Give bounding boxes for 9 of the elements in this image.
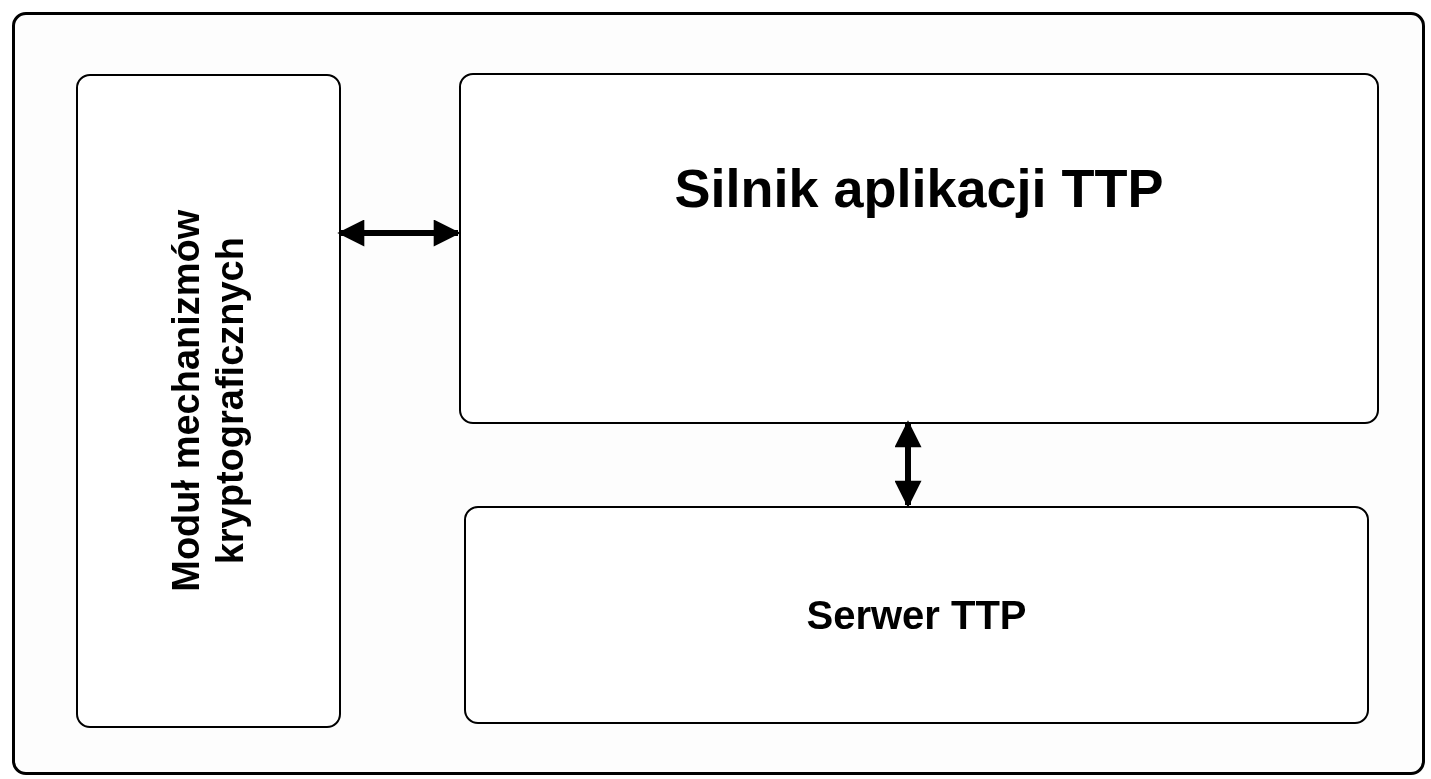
box-label: Moduł mechanizmów kryptograficznych bbox=[164, 208, 252, 595]
engine-box bbox=[459, 73, 1379, 424]
double-arrow bbox=[894, 420, 922, 508]
double-arrow bbox=[337, 219, 461, 247]
server-box bbox=[464, 506, 1369, 724]
box-label: Serwer TTP bbox=[806, 592, 1027, 638]
outer-frame bbox=[12, 12, 1425, 775]
module-box bbox=[76, 74, 341, 728]
box-label: Silnik aplikacji TTP bbox=[674, 157, 1164, 220]
